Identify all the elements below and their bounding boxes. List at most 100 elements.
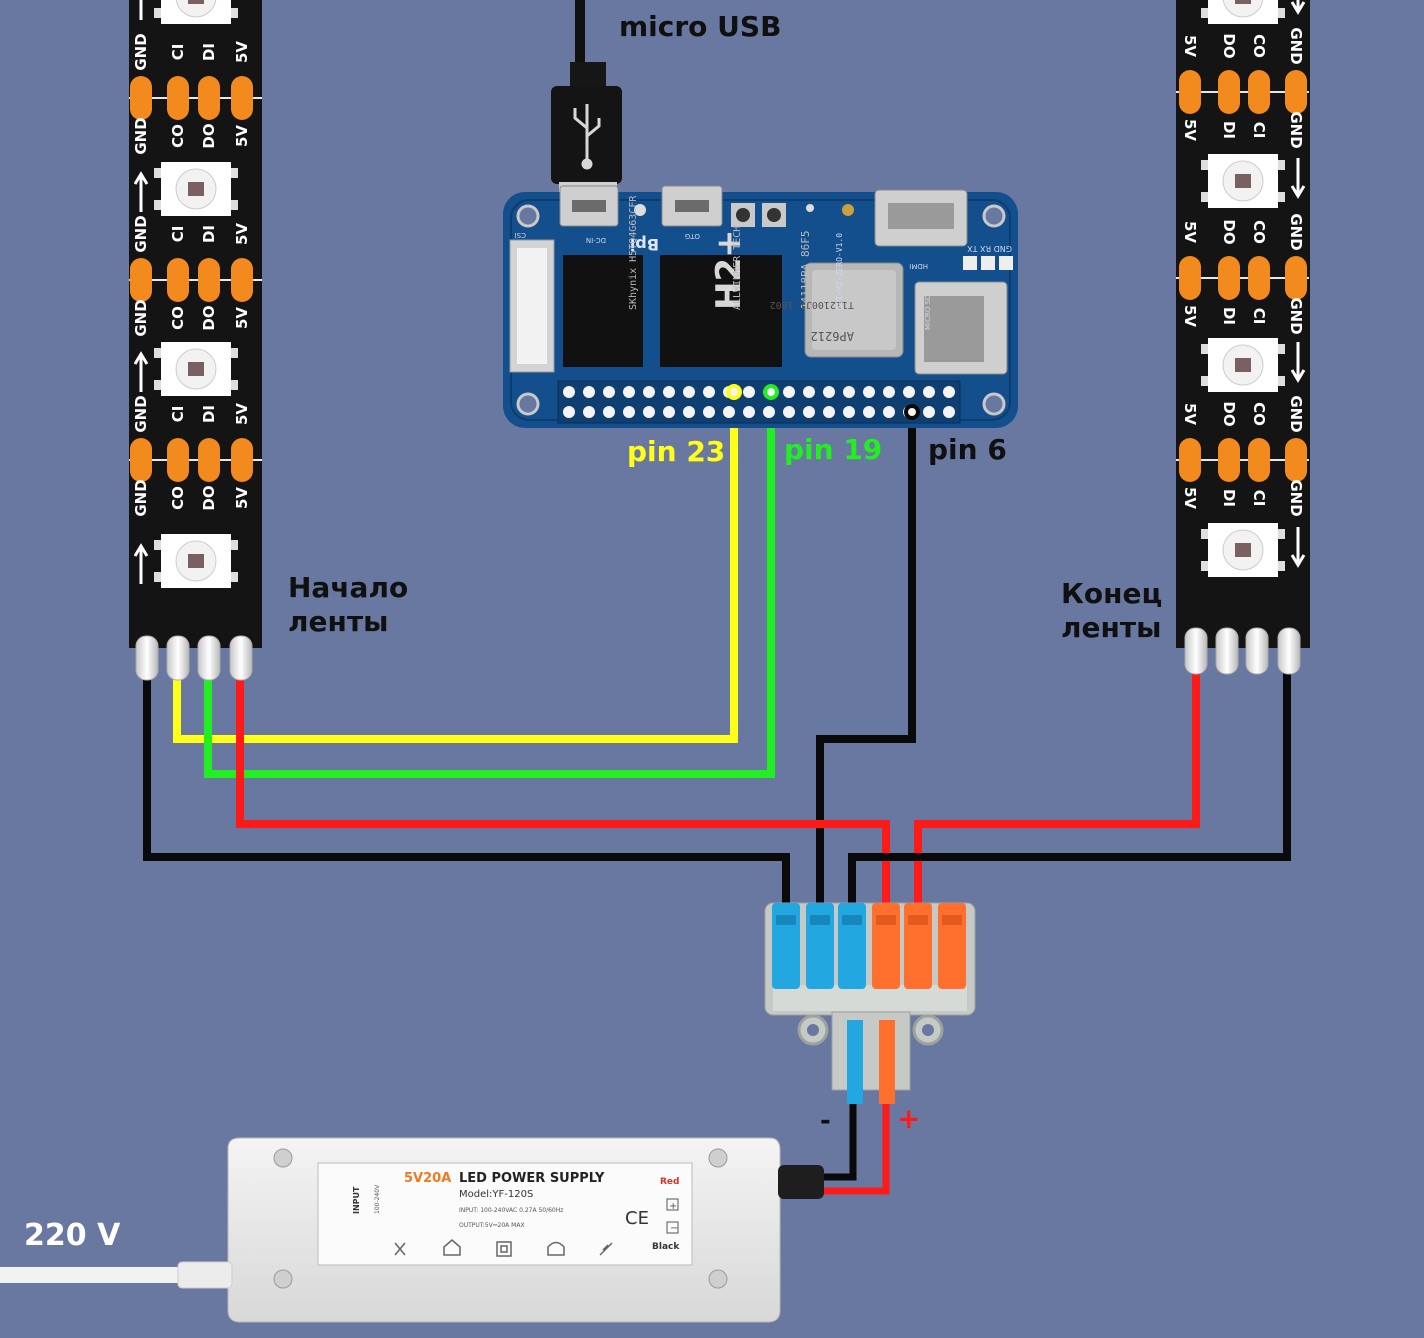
port-hdmi-label: HDMI bbox=[909, 262, 928, 270]
wire-black-right-gnd bbox=[848, 672, 1291, 905]
lever-grip bbox=[776, 915, 796, 925]
led-leg bbox=[1201, 192, 1208, 202]
chip-wifi-code: T112100J1 1802 bbox=[770, 299, 854, 310]
usb-symbol-icon bbox=[573, 104, 601, 170]
gpio-pin-connected bbox=[726, 384, 742, 400]
strip-pin-label: CI bbox=[169, 226, 187, 243]
chip-wifi-label: AP6212 bbox=[811, 329, 854, 343]
strip-pin-label: DO bbox=[1220, 219, 1238, 244]
strip-pin-label: DI bbox=[200, 43, 218, 61]
strip-solder-pad bbox=[1248, 438, 1270, 482]
svg-text:+: + bbox=[669, 1201, 677, 1212]
chip-ram bbox=[563, 255, 643, 367]
data-direction-arrow-icon bbox=[133, 171, 149, 212]
led-leg bbox=[154, 380, 161, 390]
strip-pin-label: CI bbox=[1250, 490, 1268, 507]
strip-solder-pad bbox=[198, 438, 220, 482]
strip-pin-label: DO bbox=[1220, 33, 1238, 58]
gpio-pin bbox=[723, 406, 735, 418]
gpio-pin bbox=[683, 406, 695, 418]
gpio-pin bbox=[743, 386, 755, 398]
gpio-pin bbox=[943, 406, 955, 418]
gpio-pin bbox=[803, 406, 815, 418]
label-pin-19: pin 19 bbox=[784, 433, 883, 466]
led-leg bbox=[1201, 8, 1208, 18]
label-plus: + bbox=[897, 1102, 921, 1135]
lever-connector bbox=[764, 902, 976, 1104]
led-leg bbox=[1201, 160, 1208, 170]
strip-pin-label: DO bbox=[200, 123, 218, 148]
chip-ram-label: SKhynix H5TQ4G63CFR bbox=[628, 195, 639, 310]
led-leg bbox=[1278, 376, 1285, 386]
data-direction-arrow-icon bbox=[1290, 527, 1306, 568]
gpio-pin bbox=[663, 406, 675, 418]
strip-wire-terminal bbox=[197, 635, 221, 681]
strip-pin-label: 5V bbox=[233, 487, 251, 509]
gpio-pin bbox=[903, 386, 915, 398]
wire-green-pin19 bbox=[204, 392, 775, 778]
data-direction-arrow-icon bbox=[1290, 0, 1306, 15]
data-direction-arrow-icon bbox=[1290, 342, 1306, 383]
psu-input-side: INPUT bbox=[352, 1186, 361, 1214]
psu-model: Model:YF-120S bbox=[459, 1189, 533, 1200]
led-die bbox=[1235, 358, 1251, 372]
strip-pin-label: 5V bbox=[1181, 221, 1199, 243]
lever-grip bbox=[842, 915, 862, 925]
port-sd-label: MICRO SD bbox=[924, 295, 932, 330]
lever-grip bbox=[908, 915, 928, 925]
strip-solder-pad bbox=[1285, 438, 1307, 482]
strip-pin-label: GND bbox=[1287, 213, 1305, 250]
power-supply: 5V20A LED POWER SUPPLY Model:YF-120S INP… bbox=[177, 1137, 824, 1323]
led-leg bbox=[1278, 8, 1285, 18]
strip-pin-label: GND bbox=[132, 215, 150, 252]
lever-grip bbox=[942, 915, 962, 925]
gpio-pin bbox=[623, 406, 635, 418]
led-leg bbox=[1278, 561, 1285, 571]
strip-pin-label: CO bbox=[1250, 402, 1268, 426]
strip-pin-label: 5V bbox=[233, 125, 251, 147]
psu-title: LED POWER SUPPLY bbox=[459, 1171, 605, 1186]
lever-grip bbox=[810, 915, 830, 925]
led-leg bbox=[1201, 376, 1208, 386]
psu-red-label: Red bbox=[660, 1177, 679, 1187]
strip-solder-pad bbox=[130, 438, 152, 482]
strip-pin-label: GND bbox=[1287, 111, 1305, 148]
strip-solder-pad bbox=[167, 258, 189, 302]
strip-wire-terminal bbox=[229, 635, 253, 681]
strip-pin-label: GND bbox=[1287, 27, 1305, 64]
led-die bbox=[1235, 174, 1251, 188]
strip-solder-pad bbox=[167, 76, 189, 120]
gpio-pin bbox=[563, 406, 575, 418]
board-logo: Bpi bbox=[630, 235, 659, 254]
led-leg bbox=[1201, 344, 1208, 354]
label-220v: 220 V bbox=[24, 1218, 121, 1253]
gpio-pin bbox=[823, 406, 835, 418]
strip-pin-label: GND bbox=[132, 299, 150, 336]
strip-solder-pad bbox=[1179, 256, 1201, 300]
strip-pin-label: 5V bbox=[1181, 487, 1199, 509]
strip-solder-pad bbox=[1248, 70, 1270, 114]
strip-solder-pad bbox=[198, 258, 220, 302]
strip-pin-label: CI bbox=[1250, 122, 1268, 139]
strip-pin-label: CO bbox=[169, 306, 187, 330]
strip-pin-label: CO bbox=[1250, 34, 1268, 58]
gpio-pin bbox=[703, 386, 715, 398]
led-lens bbox=[175, 0, 217, 18]
connector-out-minus bbox=[847, 1020, 863, 1104]
label-strip-start-line2: ленты bbox=[288, 604, 389, 638]
wire-yellow-pin23 bbox=[173, 392, 738, 743]
strip-solder-pad bbox=[1285, 70, 1307, 114]
strip-pin-label: CI bbox=[169, 44, 187, 61]
certification-icons bbox=[394, 1239, 613, 1257]
led-leg bbox=[1278, 160, 1285, 170]
strip-pin-label: CI bbox=[1250, 308, 1268, 325]
strip-pin-label: GND bbox=[132, 395, 150, 432]
gpio-pin bbox=[603, 406, 615, 418]
led-leg bbox=[231, 572, 238, 582]
led-leg bbox=[154, 348, 161, 358]
strip-pin-label: CO bbox=[169, 486, 187, 510]
led-leg bbox=[1201, 529, 1208, 539]
strip-pin-label: DI bbox=[200, 405, 218, 423]
strip-solder-pad bbox=[231, 258, 253, 302]
